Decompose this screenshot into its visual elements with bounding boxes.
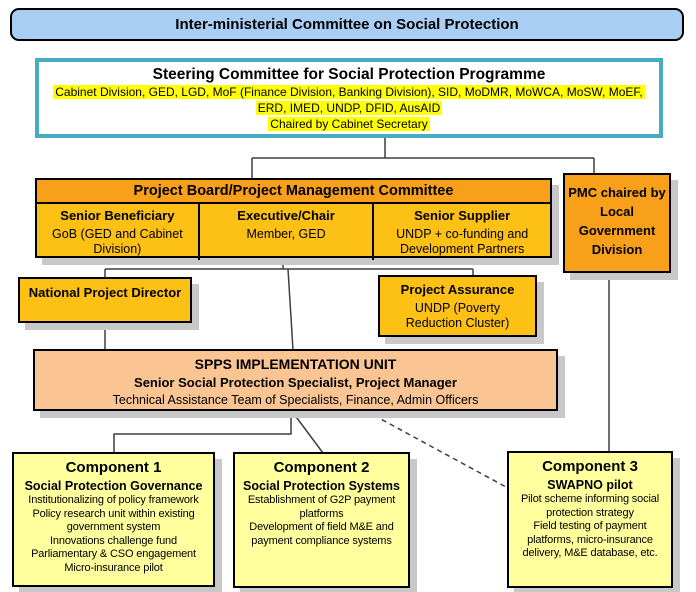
cell-senior-beneficiary-header: Senior Beneficiary (60, 208, 175, 223)
connector-spps-to-component1 (113, 410, 292, 453)
spps-body: Technical Assistance Team of Specialists… (112, 393, 479, 407)
steering-members-line-1: Cabinet Division, GED, LGD, MoF (Finance… (53, 85, 645, 99)
component-1-line: Micro-insurance pilot (64, 561, 163, 574)
component-2-line: Development of field M&E and payment com… (249, 521, 394, 547)
component-1-subtitle: Social Protection Governance (24, 479, 203, 493)
project-assurance-body: UNDP (Poverty Reduction Cluster) (405, 301, 510, 330)
connector-steering-to-board (251, 136, 595, 179)
steering-members-line-2: ERD, IMED, UNDP, DFID, AusAID (255, 101, 443, 115)
component-3-box: Component 3 SWAPNO pilot Pilot scheme in… (507, 451, 673, 588)
component-1-line: Institutionalizing of policy framework (28, 494, 199, 506)
connector-board-to-subboxes (104, 257, 474, 278)
inter-ministerial-committee-box: Inter-ministerial Committee on Social Pr… (10, 8, 684, 41)
cell-senior-supplier-body: UNDP + co-funding and Development Partne… (396, 227, 529, 256)
spps-title: SPPS IMPLEMENTATION UNIT (194, 356, 397, 372)
cell-senior-beneficiary-body: GoB (GED and Cabinet Division) (52, 227, 183, 256)
component-2-subtitle: Social Protection Systems (242, 479, 400, 493)
project-assurance-title: Project Assurance (400, 282, 515, 297)
component-1-line: Innovations challenge fund (50, 534, 177, 547)
spps-implementation-unit-box: SPPS IMPLEMENTATION UNIT Senior Social P… (33, 349, 558, 411)
national-project-director-label: National Project Director (28, 285, 182, 300)
connector-spps-to-component2 (290, 409, 324, 454)
national-project-director-box: National Project Director (18, 277, 192, 323)
component-3-line: Pilot scheme informing social protection… (520, 493, 660, 519)
component-3-title: Component 3 (542, 458, 638, 475)
component-3-line: Field testing of payment platforms, micr… (522, 520, 658, 560)
inter-ministerial-committee-title: Inter-ministerial Committee on Social Pr… (175, 16, 519, 33)
steering-committee-title: Steering Committee for Social Protection… (152, 66, 546, 83)
spps-subtitle: Senior Social Protection Specialist, Pro… (134, 375, 457, 390)
steering-committee-box: Steering Committee for Social Protection… (35, 58, 663, 138)
component-1-line: Parliamentary & CSO engagement (31, 548, 196, 561)
project-assurance-box: Project Assurance UNDP (Poverty Reductio… (378, 275, 537, 337)
project-board-row: Senior Beneficiary GoB (GED and Cabinet … (37, 204, 550, 260)
project-board-title: Project Board/Project Management Committ… (37, 180, 550, 204)
component-2-title: Component 2 (273, 459, 370, 476)
pmc-box: PMC chaired by Local Government Division (563, 173, 671, 273)
cell-executive-chair-header: Executive/Chair (237, 208, 335, 223)
cell-executive-chair-body: Member, GED (246, 227, 326, 241)
component-3-subtitle: SWAPNO pilot (547, 478, 633, 492)
component-2-line: Establishment of G2P payment platforms (247, 494, 396, 520)
component-1-box: Component 1 Social Protection Governance… (12, 452, 215, 587)
cell-senior-beneficiary: Senior Beneficiary GoB (GED and Cabinet … (37, 204, 198, 260)
component-2-box: Component 2 Social Protection Systems Es… (233, 452, 410, 588)
cell-senior-supplier: Senior Supplier UNDP + co-funding and De… (372, 204, 550, 260)
component-1-line: Policy research unit within existing gov… (32, 507, 195, 534)
component-1-title: Component 1 (65, 459, 162, 476)
steering-chair-line: Chaired by Cabinet Secretary (268, 117, 430, 131)
cell-executive-chair: Executive/Chair Member, GED (197, 204, 373, 260)
project-board-box: Project Board/Project Management Committ… (35, 178, 552, 260)
pmc-label: PMC chaired by Local Government Division (568, 185, 666, 257)
connector-executive-to-spps (287, 268, 294, 351)
cell-senior-supplier-header: Senior Supplier (414, 208, 511, 223)
